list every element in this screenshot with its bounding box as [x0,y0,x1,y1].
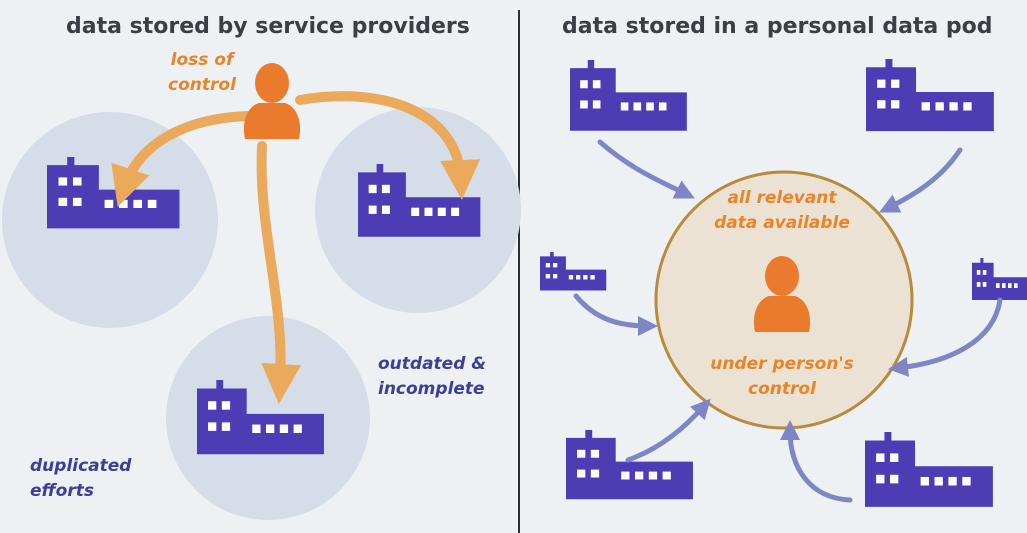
label-line: outdated & [378,354,487,374]
right-panel-title: data stored in a personal data pod [562,14,993,39]
under-control-label: under person's control [690,352,874,402]
loss-of-control-arrow-left [111,111,253,207]
factory-icon [866,59,994,132]
factory-icon [540,252,607,291]
label-line: data available [714,213,850,233]
data-arrow [780,420,853,503]
data-arrow [879,147,963,213]
label-line: all relevant [727,188,837,208]
data-arrow [597,139,695,199]
loss-of-control-arrow-down [256,141,302,404]
duplicated-efforts-label: duplicated efforts [30,454,170,504]
loss-of-control-label: loss of control [150,48,254,98]
label-line: efforts [30,481,94,501]
data-arrow [888,297,1003,377]
label-line: control [748,379,816,399]
label-line: under person's [710,354,854,374]
factory-icon [570,60,687,131]
data-arrow [573,293,658,336]
factory-icon [865,432,993,507]
label-line: incomplete [378,379,485,399]
factory-icon [566,430,693,500]
left-panel-title: data stored by service providers [66,14,470,39]
all-relevant-data-label: all relevant data available [692,186,872,236]
outdated-incomplete-label: outdated & incomplete [378,352,508,402]
label-line: control [168,75,236,95]
loss-of-control-arrow-right [295,91,481,200]
label-line: duplicated [30,456,132,476]
data-arrow [625,398,711,463]
label-line: loss of [170,50,234,70]
factory-icon [972,258,1027,300]
